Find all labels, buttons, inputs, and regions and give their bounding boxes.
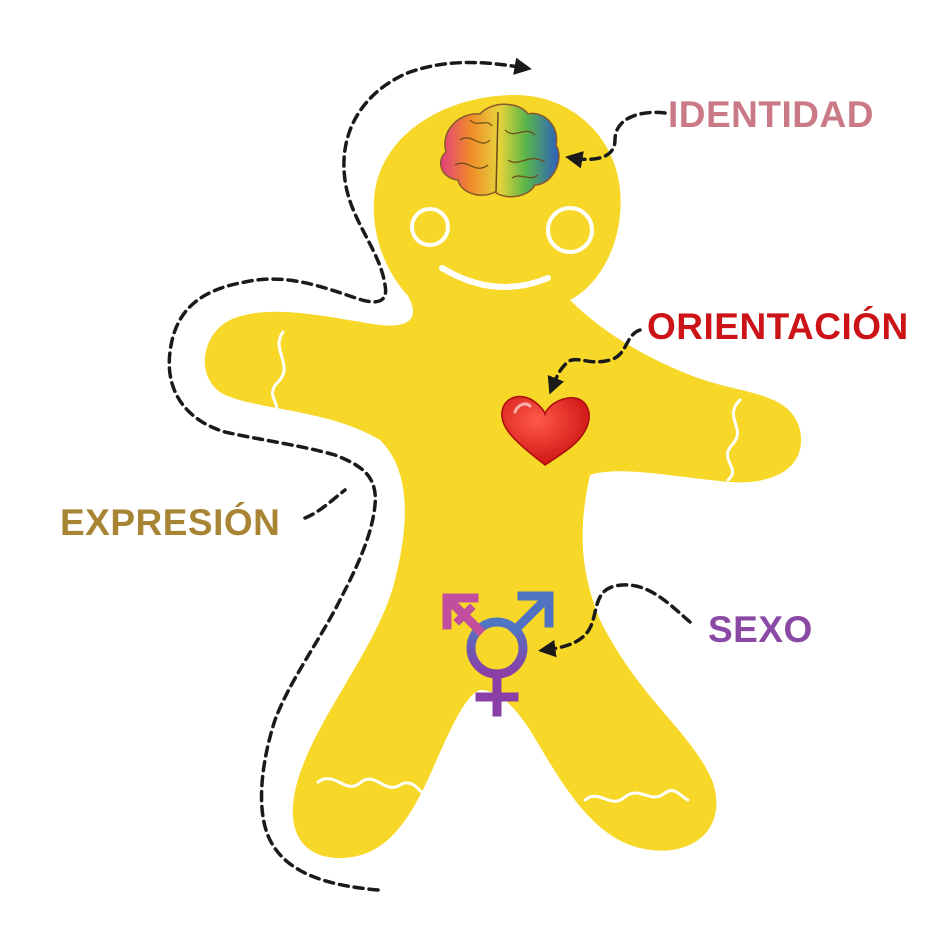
transgender-symbol-icon — [442, 591, 554, 717]
icing-left-arm — [268, 330, 286, 420]
arrow-expresion — [167, 57, 532, 892]
left-eye — [410, 207, 450, 247]
arrow-orientacion — [547, 328, 642, 395]
arrow-expresion-connector — [303, 488, 347, 520]
right-eye — [546, 206, 594, 254]
label-identidad: IDENTIDAD — [668, 94, 874, 135]
label-sexo: SEXO — [708, 609, 813, 650]
icing-left-leg — [316, 777, 427, 797]
dashed-arrows — [167, 57, 692, 892]
icing-right-leg — [583, 789, 690, 803]
arrow-identidad — [565, 110, 667, 169]
label-orientacion: ORIENTACIÓN — [647, 305, 909, 347]
icing-right-arm — [725, 398, 742, 482]
label-expresion: EXPRESIÓN — [60, 501, 280, 543]
heart-icon — [501, 395, 590, 466]
brain-icon — [439, 103, 560, 198]
gingerbread-body — [204, 95, 802, 859]
smile — [439, 265, 551, 290]
arrow-sexo — [538, 583, 692, 658]
